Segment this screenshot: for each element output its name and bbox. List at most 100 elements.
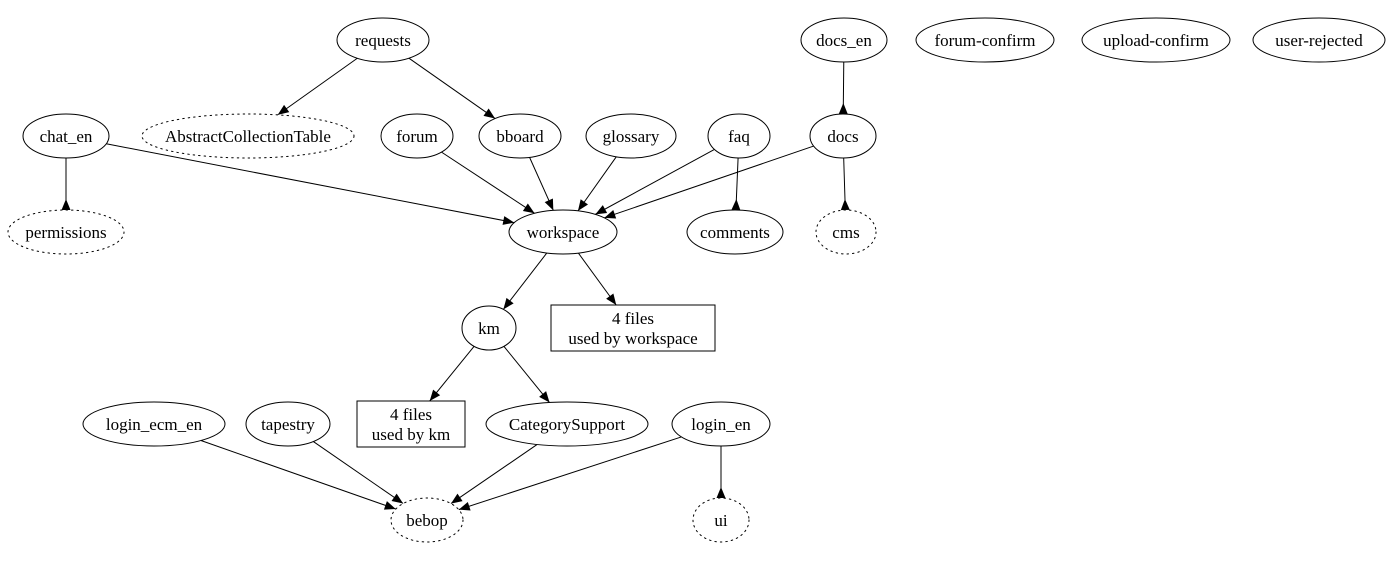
arrowhead-icon <box>61 199 71 210</box>
node-ellipse <box>671 401 771 447</box>
node-label: AbstractCollectionTable <box>165 127 331 146</box>
node-bebop: bebop <box>390 497 464 543</box>
node-cms: cms <box>815 209 877 255</box>
node-box <box>550 304 716 352</box>
node-label: workspace <box>527 223 600 242</box>
node-ellipse <box>707 113 771 159</box>
node-ellipse <box>336 17 430 63</box>
arrowhead-icon <box>604 210 617 219</box>
arrowhead-icon <box>450 493 463 504</box>
arrowhead-icon <box>429 389 441 401</box>
node-ellipse <box>585 113 677 159</box>
node-forum-confirm: forum-confirm <box>915 17 1055 63</box>
node-label: km <box>478 319 500 338</box>
edge-line <box>408 57 496 119</box>
node-comments: comments <box>686 209 784 255</box>
node-label: permissions <box>25 223 106 242</box>
arrowhead-icon <box>716 487 726 498</box>
edge-workspace-km <box>502 252 548 310</box>
node-label: login_ecm_en <box>106 415 203 434</box>
node-label: bebop <box>406 511 448 530</box>
edge-login_en-ui <box>716 446 726 498</box>
node-ellipse <box>7 209 125 255</box>
node-ellipse <box>1081 17 1231 63</box>
node-label: cms <box>832 223 859 242</box>
edge-line <box>458 436 682 511</box>
node-label: tapestry <box>261 415 315 434</box>
node-permissions: permissions <box>7 209 125 255</box>
edge-docs-cms <box>840 157 850 211</box>
arrowhead-icon <box>277 104 290 115</box>
node-workspace: workspace <box>508 209 618 255</box>
node-bboard: bboard <box>478 113 562 159</box>
node-ellipse <box>809 113 877 159</box>
arrowhead-icon <box>483 108 496 119</box>
edge-line <box>502 252 548 310</box>
node-AbstractCollectionTable: AbstractCollectionTable <box>141 113 355 159</box>
node-ellipse <box>390 497 464 543</box>
edge-forum-workspace <box>441 151 535 214</box>
edge-chat_en-permissions <box>61 158 71 210</box>
node-label: forum-confirm <box>934 31 1035 50</box>
edge-docs_en-docs <box>838 61 848 115</box>
edge-km-files_km <box>429 346 475 402</box>
node-ellipse <box>22 113 110 159</box>
node-ellipse <box>508 209 618 255</box>
edge-login_en-bebop <box>458 436 682 511</box>
node-user-rejected: user-rejected <box>1252 17 1386 63</box>
edge-line <box>277 57 358 116</box>
node-label: CategorySupport <box>509 415 625 434</box>
node-ellipse <box>915 17 1055 63</box>
node-km: km <box>461 305 517 351</box>
node-upload-confirm: upload-confirm <box>1081 17 1231 63</box>
edge-faq-comments <box>731 157 741 211</box>
node-faq: faq <box>707 113 771 159</box>
node-ellipse <box>1252 17 1386 63</box>
edge-requests-AbstractCollectionTable <box>277 57 358 116</box>
node-label: faq <box>728 127 750 146</box>
node-label: forum <box>396 127 438 146</box>
node-ellipse <box>141 113 355 159</box>
arrowhead-icon <box>731 199 741 211</box>
edge-CategorySupport-bebop <box>450 444 538 504</box>
edge-requests-bboard <box>408 57 496 119</box>
edge-tapestry-bebop <box>313 441 404 504</box>
node-label: docs_en <box>816 31 872 50</box>
node-ellipse <box>800 17 888 63</box>
node-ellipse <box>461 305 517 351</box>
edge-km-CategorySupport <box>503 346 550 403</box>
edge-line <box>313 441 404 504</box>
node-label: glossary <box>603 127 660 146</box>
node-glossary: glossary <box>585 113 677 159</box>
edge-line <box>106 143 515 224</box>
node-label: bboard <box>496 127 544 146</box>
node-label: user-rejected <box>1275 31 1363 50</box>
arrowhead-icon <box>391 493 404 504</box>
node-ellipse <box>692 497 750 543</box>
node-login_ecm_en: login_ecm_en <box>82 401 226 447</box>
arrowhead-icon <box>577 199 589 211</box>
edge-bboard-workspace <box>529 157 554 211</box>
arrowhead-icon <box>840 199 850 211</box>
arrowhead-icon <box>458 501 471 511</box>
edge-chat_en-workspace <box>106 143 515 225</box>
arrowhead-icon <box>606 293 617 305</box>
arrowhead-icon <box>502 216 515 225</box>
arrowhead-icon <box>838 103 848 115</box>
arrowhead-icon <box>522 203 535 214</box>
arrowhead-icon <box>544 198 554 211</box>
arrowhead-icon <box>539 391 550 403</box>
node-label: docs <box>827 127 858 146</box>
edge-line <box>200 440 396 510</box>
edge-line <box>577 156 617 212</box>
node-box <box>356 400 466 448</box>
node-ui: ui <box>692 497 750 543</box>
node-login_en: login_en <box>671 401 771 447</box>
edge-faq-workspace <box>595 148 715 215</box>
arrowhead-icon <box>595 205 608 215</box>
